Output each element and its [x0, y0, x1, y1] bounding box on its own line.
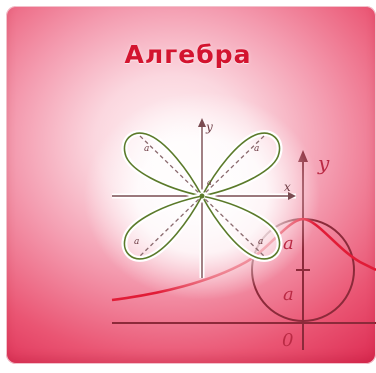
- rose-y-label: y: [205, 120, 213, 134]
- background-tick-label-lower: a: [283, 284, 294, 305]
- petal-label: a: [258, 237, 263, 247]
- rose-graph: y x a a a a a: [112, 118, 296, 278]
- rose-y-arrow: [198, 118, 206, 127]
- rose-x-arrow: [288, 192, 296, 200]
- petal-label: a: [144, 144, 149, 154]
- petal-label: a: [134, 237, 139, 247]
- rose-origin-dot: [199, 193, 205, 199]
- rose-x-label: x: [284, 180, 291, 194]
- petal-upper-left: [123, 132, 204, 198]
- background-origin-label: 0: [282, 330, 293, 351]
- background-y-label: y: [317, 151, 330, 175]
- petal-lower-left: [123, 194, 204, 260]
- tile-title: Алгебра: [124, 40, 252, 69]
- petal-upper-right: [200, 132, 281, 198]
- background-tick-label-upper: a: [283, 233, 294, 254]
- petal-label: a: [207, 178, 212, 187]
- petal-lower-right: [200, 194, 281, 260]
- petal-label: a: [254, 144, 259, 154]
